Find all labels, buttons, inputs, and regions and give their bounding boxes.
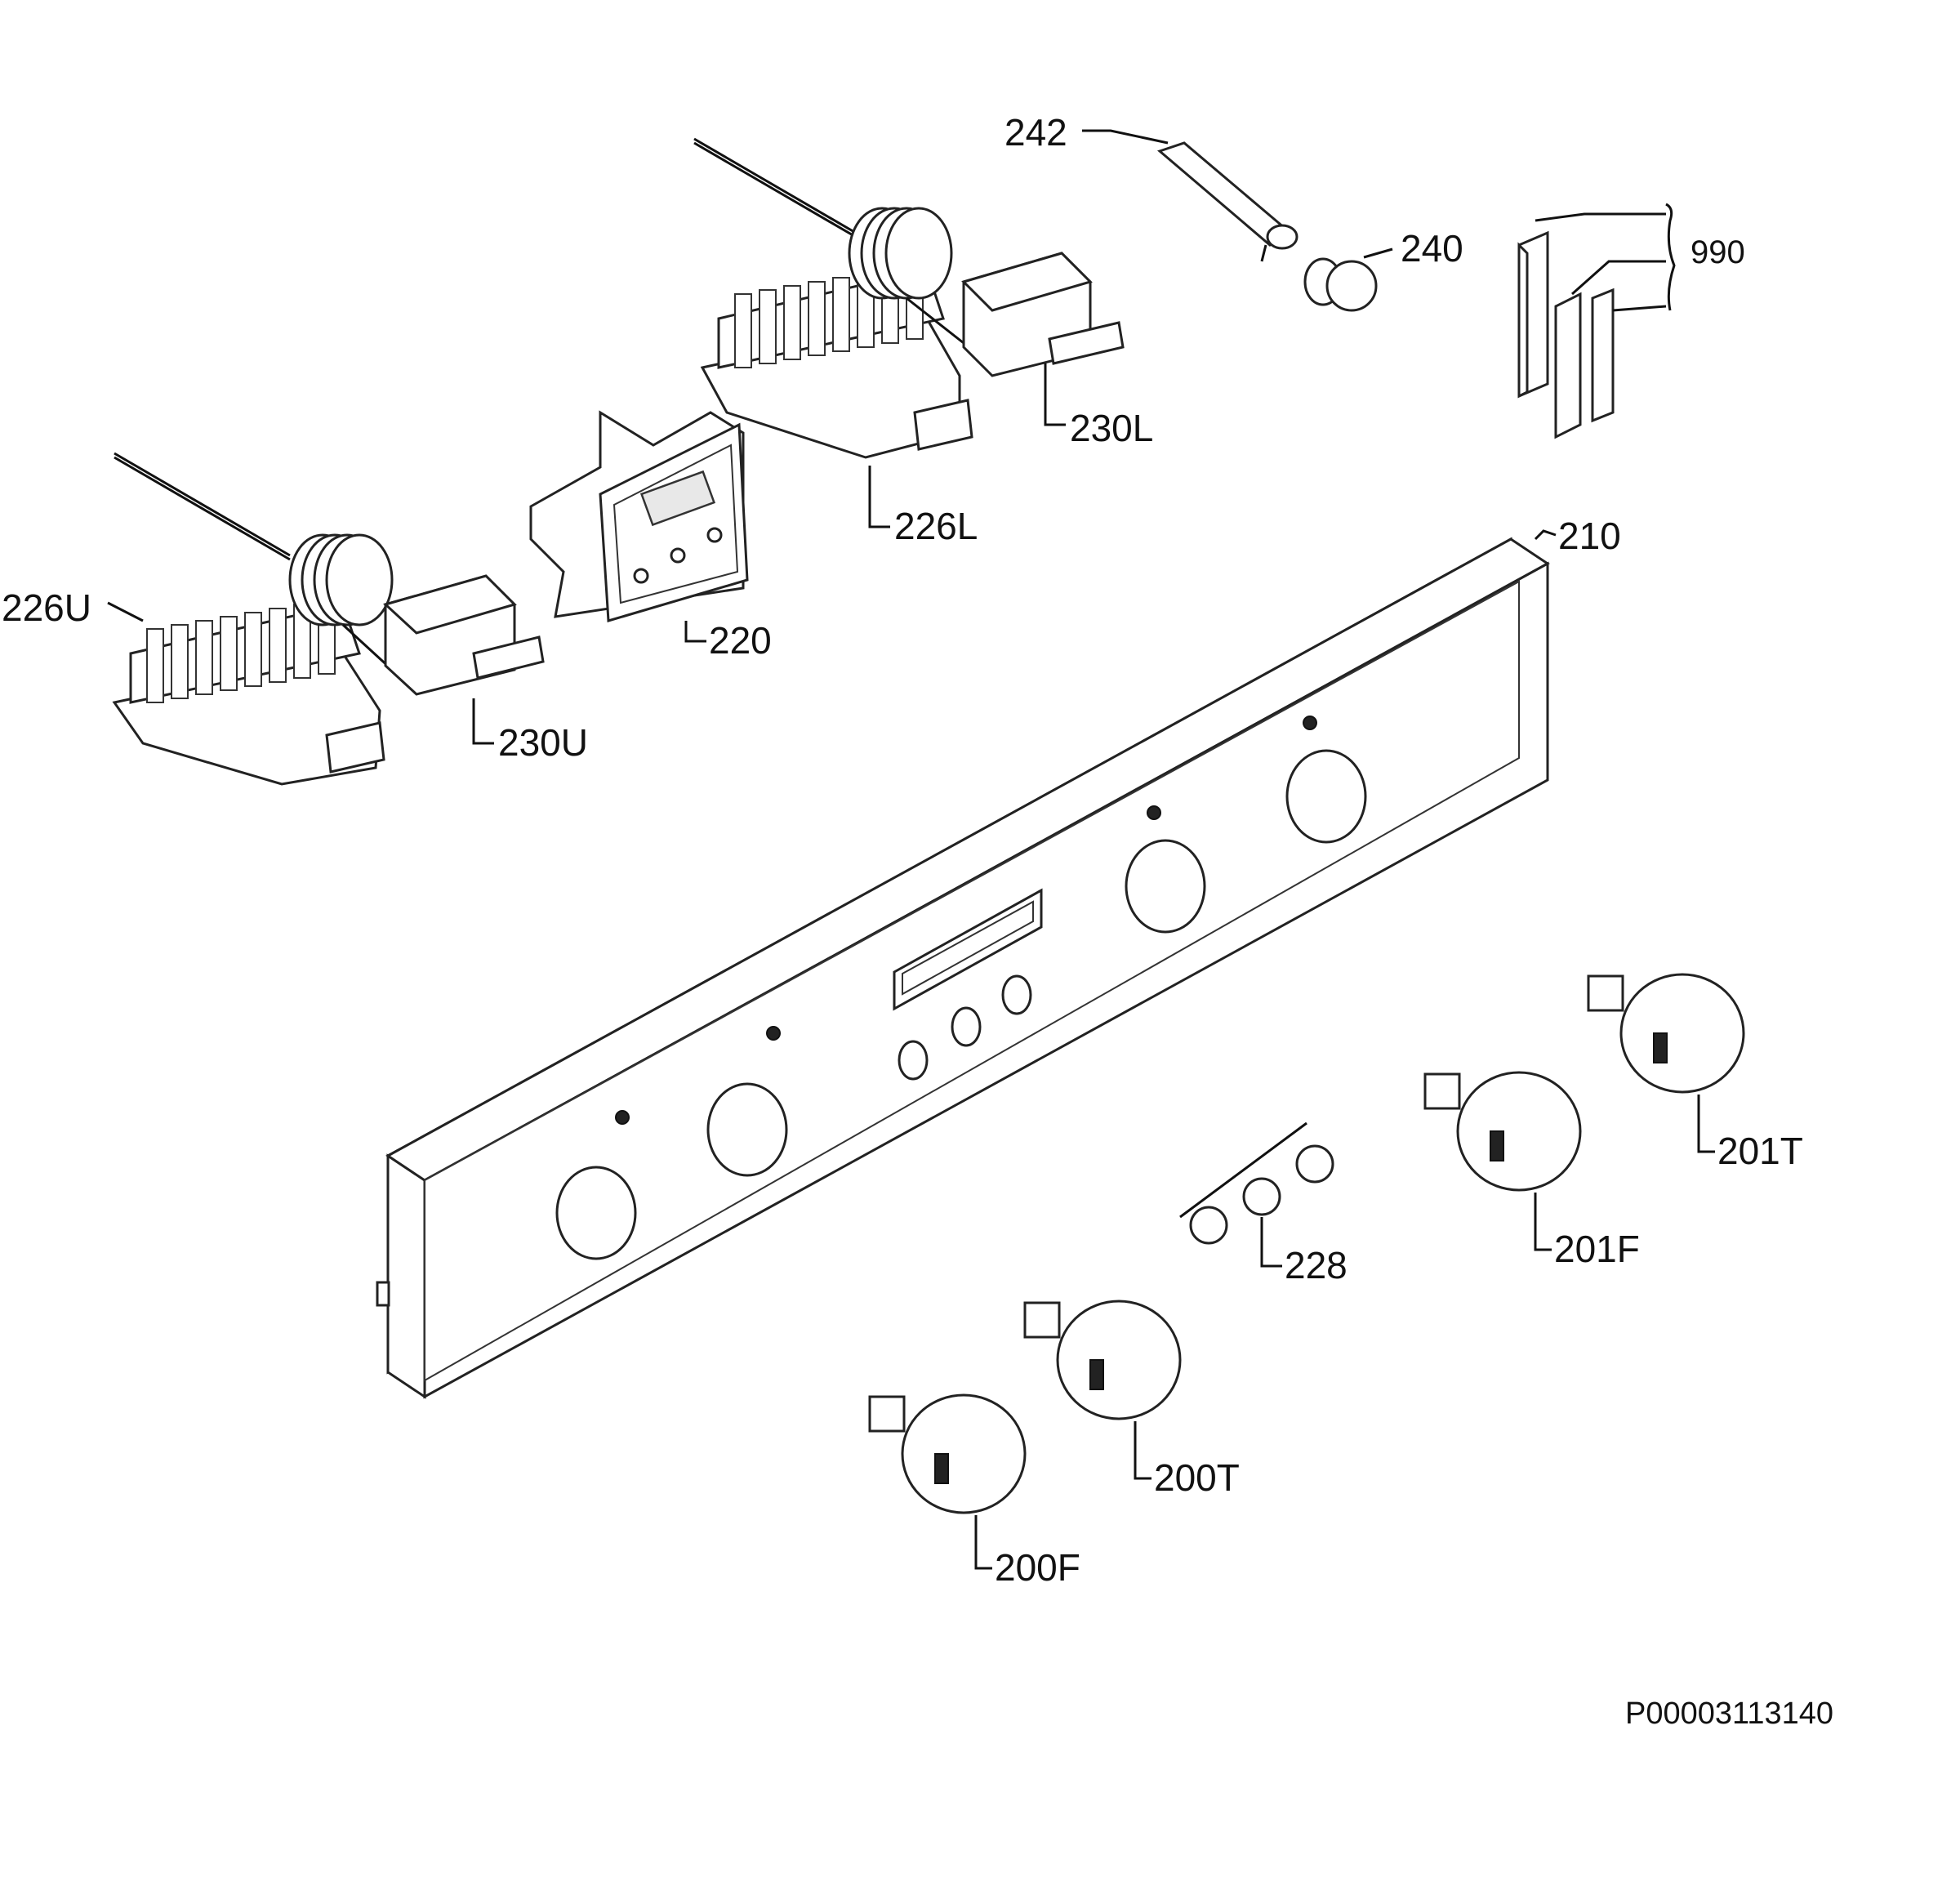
- panel-holes: [555, 716, 1367, 1260]
- label-242: 242: [1004, 111, 1067, 154]
- lamp-holder-242: [1157, 141, 1298, 262]
- knob-201T: [1587, 973, 1745, 1094]
- label-230L: 230L: [1070, 407, 1153, 449]
- label-200F: 200F: [995, 1546, 1080, 1589]
- label-226L: 226L: [894, 505, 978, 547]
- selector-switch-226U: [112, 600, 385, 786]
- control-panel-210: [376, 537, 1550, 1399]
- display-module-220: [529, 410, 749, 622]
- label-240: 240: [1401, 227, 1463, 270]
- lamp-cover-240: [1303, 257, 1378, 312]
- label-226U: 226U: [2, 586, 91, 629]
- label-990: 990: [1690, 234, 1745, 270]
- push-buttons-228: [1179, 1121, 1334, 1245]
- label-200T: 200T: [1154, 1456, 1240, 1499]
- label-210: 210: [1558, 515, 1621, 557]
- knob-200F: [868, 1393, 1027, 1514]
- label-201F: 201F: [1554, 1228, 1640, 1270]
- thermostat-230U: [114, 452, 545, 696]
- label-220: 220: [709, 619, 772, 662]
- knob-201F: [1423, 1071, 1582, 1192]
- label-201T: 201T: [1717, 1130, 1803, 1172]
- trim-strips-990: [1517, 230, 1615, 439]
- label-230U: 230U: [498, 721, 588, 764]
- thermostat-230L: [693, 137, 1125, 377]
- leader-lines: [107, 129, 1715, 1570]
- drawing-reference: P00003113140: [1625, 1697, 1833, 1731]
- knob-200T: [1023, 1300, 1182, 1420]
- part-labels: 242 240 990 230L 226L 210 220 226U 230U …: [2, 111, 1833, 1731]
- label-228: 228: [1285, 1244, 1348, 1286]
